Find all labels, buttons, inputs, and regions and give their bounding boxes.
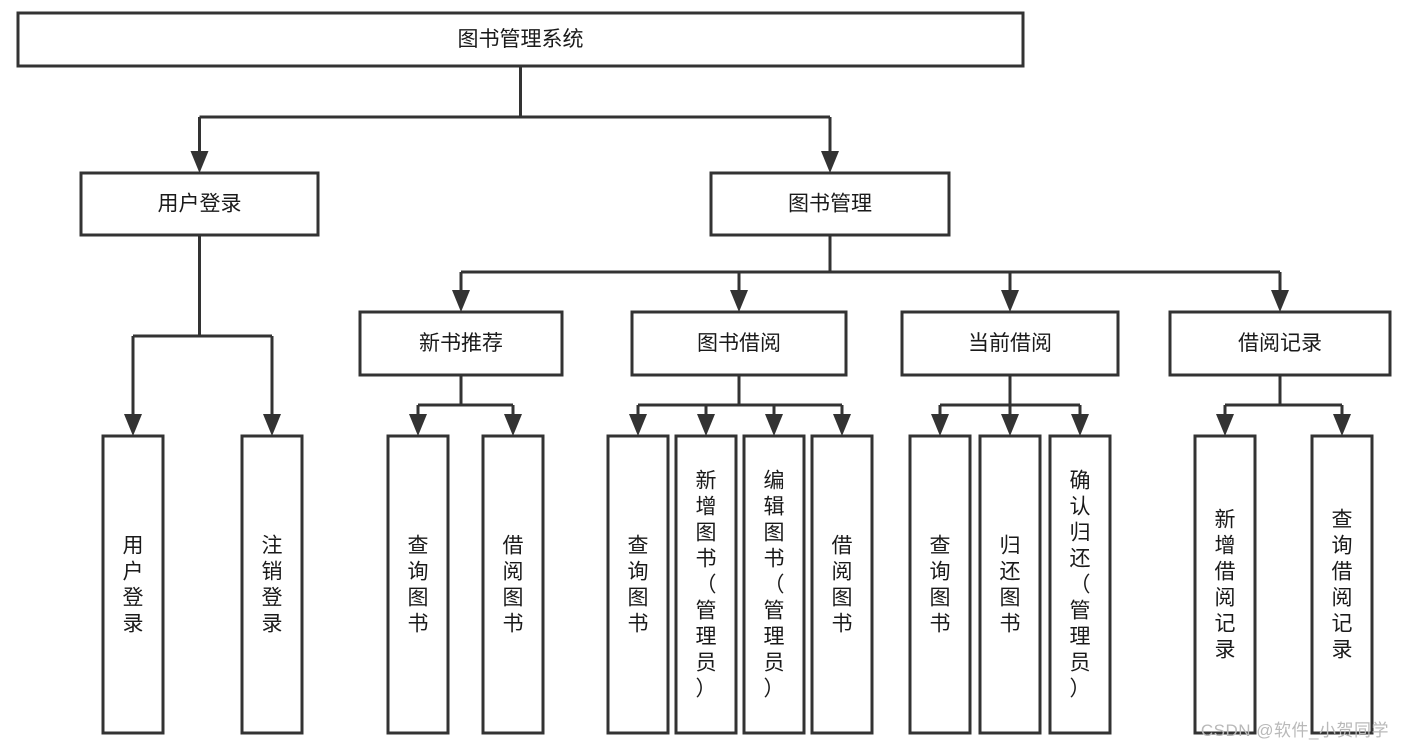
node-box[interactable] [606, 434, 670, 735]
nodes-layer: 图书管理系统用户登录图书管理新书推荐图书借阅当前借阅借阅记录用户登录注销登录查询… [16, 11, 1392, 735]
node-leaf-2[interactable]: 查询图书 [386, 434, 450, 735]
node-leaf-12[interactable]: 查询借阅记录 [1310, 434, 1374, 735]
node-box[interactable] [742, 434, 806, 735]
node-leaf-8[interactable]: 查询图书 [908, 434, 972, 735]
node-box[interactable] [1168, 310, 1392, 377]
connector-arrowhead [629, 414, 647, 436]
connector-arrowhead [833, 414, 851, 436]
node-level2-0[interactable]: 新书推荐 [358, 310, 564, 377]
node-box[interactable] [674, 434, 738, 735]
connector-arrowhead [1071, 414, 1089, 436]
node-label: 当前借阅 [968, 332, 1052, 355]
node-label: 新书推荐 [419, 332, 503, 355]
node-label: 确认归还（管理员） [1070, 470, 1091, 701]
node-box[interactable] [810, 434, 874, 735]
node-level1-1[interactable]: 图书管理 [709, 171, 951, 237]
node-label: 新增图书（管理员） [696, 470, 717, 701]
node-label: 查询图书 [628, 535, 649, 636]
node-label: 图书管理 [788, 193, 872, 216]
node-leaf-3[interactable]: 借阅图书 [481, 434, 545, 735]
node-label: 注销登录 [262, 535, 283, 636]
node-label: 编辑图书（管理员） [764, 470, 785, 701]
node-leaf-11[interactable]: 新增借阅记录 [1193, 434, 1257, 735]
node-leaf-4[interactable]: 查询图书 [606, 434, 670, 735]
node-leaf-6[interactable]: 编辑图书（管理员） [742, 434, 806, 735]
connector-arrowhead [1216, 414, 1234, 436]
node-leaf-10[interactable]: 确认归还（管理员） [1048, 434, 1112, 735]
node-label: 用户登录 [123, 535, 144, 636]
connector-arrowhead [504, 414, 522, 436]
connector-arrowhead [124, 414, 142, 436]
node-leaf-5[interactable]: 新增图书（管理员） [674, 434, 738, 735]
connector-arrowhead [1001, 290, 1019, 312]
node-box[interactable] [358, 310, 564, 377]
node-label: 查询图书 [408, 535, 429, 636]
node-label: 查询图书 [930, 535, 951, 636]
node-box[interactable] [481, 434, 545, 735]
connector-arrowhead [190, 151, 209, 173]
connector-arrowhead [1001, 414, 1019, 436]
node-label: 新增借阅记录 [1215, 509, 1236, 662]
node-box[interactable] [101, 434, 165, 735]
node-level1-0[interactable]: 用户登录 [79, 171, 320, 237]
node-box[interactable] [1310, 434, 1374, 735]
node-level2-1[interactable]: 图书借阅 [630, 310, 848, 377]
node-box[interactable] [386, 434, 450, 735]
node-box[interactable] [630, 310, 848, 377]
node-root-0[interactable]: 图书管理系统 [16, 11, 1025, 68]
node-box[interactable] [900, 310, 1120, 377]
node-level2-3[interactable]: 借阅记录 [1168, 310, 1392, 377]
node-leaf-1[interactable]: 注销登录 [240, 434, 304, 735]
node-label: 借阅图书 [503, 535, 524, 636]
node-box[interactable] [16, 11, 1025, 68]
node-label: 归还图书 [1000, 535, 1021, 636]
node-label: 图书管理系统 [458, 28, 584, 51]
node-leaf-7[interactable]: 借阅图书 [810, 434, 874, 735]
node-label: 查询借阅记录 [1332, 509, 1353, 662]
connector-arrowhead [1271, 290, 1289, 312]
node-label: 借阅记录 [1238, 332, 1322, 355]
connectors-layer [124, 66, 1351, 436]
node-box[interactable] [1048, 434, 1112, 735]
connector-arrowhead [409, 414, 427, 436]
connector-arrowhead [697, 414, 715, 436]
node-box[interactable] [79, 171, 320, 237]
connector-arrowhead [452, 290, 470, 312]
connector-arrowhead [765, 414, 783, 436]
node-leaf-0[interactable]: 用户登录 [101, 434, 165, 735]
connector-arrowhead [263, 414, 281, 436]
connector-arrowhead [821, 151, 839, 173]
connector-arrowhead [730, 290, 748, 312]
node-box[interactable] [709, 171, 951, 237]
node-label: 用户登录 [158, 193, 242, 216]
node-label: 借阅图书 [832, 535, 853, 636]
connector-arrowhead [1333, 414, 1351, 436]
node-level2-2[interactable]: 当前借阅 [900, 310, 1120, 377]
node-box[interactable] [908, 434, 972, 735]
node-leaf-9[interactable]: 归还图书 [978, 434, 1042, 735]
node-box[interactable] [978, 434, 1042, 735]
connector-arrowhead [931, 414, 949, 436]
node-label: 图书借阅 [697, 332, 781, 355]
node-box[interactable] [1193, 434, 1257, 735]
node-box[interactable] [240, 434, 304, 735]
